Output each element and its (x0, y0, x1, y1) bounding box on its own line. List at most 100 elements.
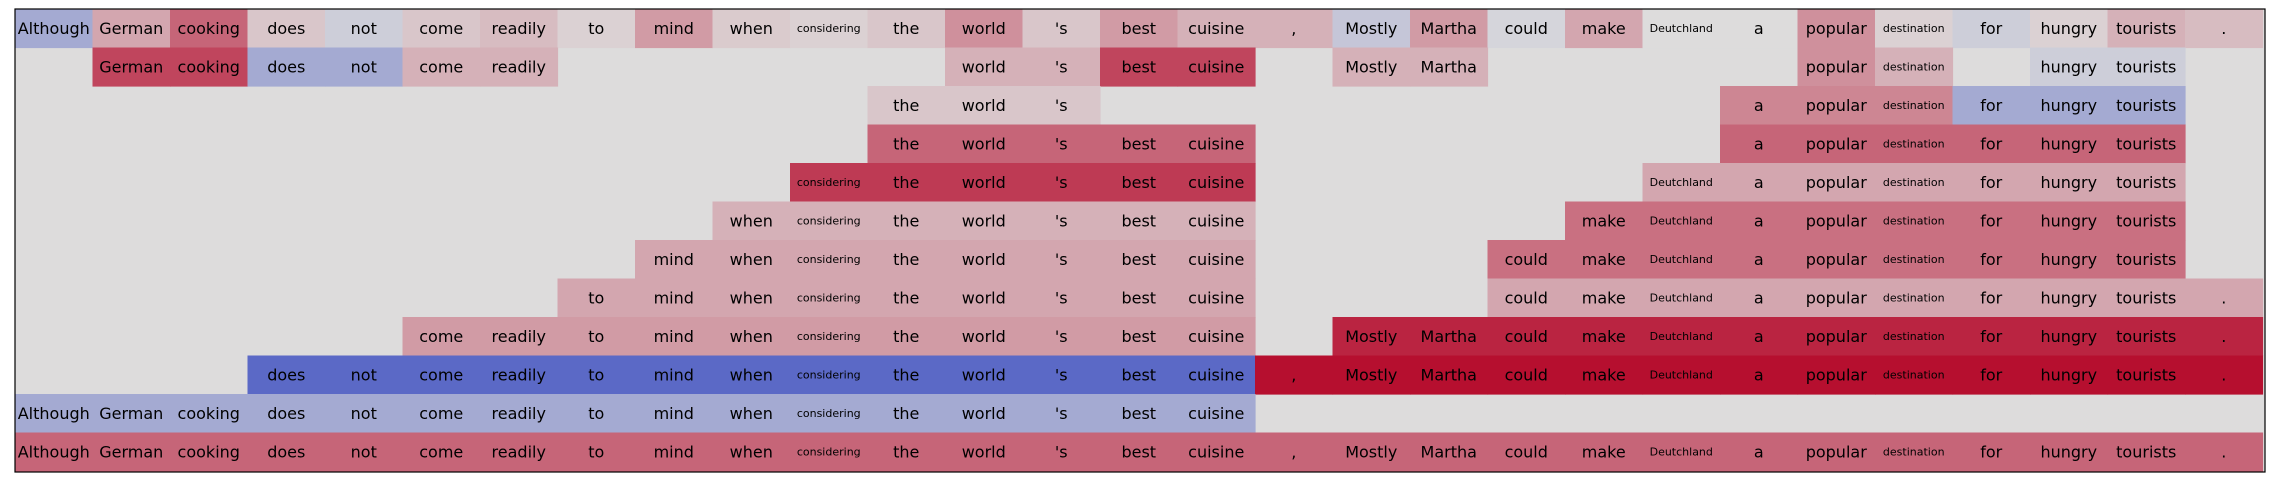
heatmap-cell (247, 9, 326, 49)
cell-label: when (730, 250, 773, 269)
heatmap-cell (557, 317, 636, 357)
cell-label: world (962, 173, 1006, 192)
heatmap-cell (867, 163, 946, 203)
heatmap-cell (1022, 394, 1101, 434)
cell-label: not (351, 404, 377, 423)
cell-label: a (1754, 173, 1764, 192)
cell-label: for (1980, 96, 2002, 115)
cell-label: destination (1883, 368, 1945, 381)
heatmap-cell (1797, 124, 1876, 164)
heatmap-cell (2107, 9, 2186, 49)
cell-label: cuisine (1188, 442, 1244, 461)
heatmap-cell (170, 9, 249, 49)
cell-label: mind (654, 250, 694, 269)
heatmap-cell (1177, 124, 1256, 164)
cell-label: tourists (2116, 442, 2176, 461)
cell-label: could (1505, 442, 1548, 461)
cell-label: destination (1883, 176, 1945, 189)
heatmap-cell (1952, 432, 2031, 472)
cell-label: a (1754, 19, 1764, 38)
heatmap-cell (945, 317, 1024, 357)
heatmap-cell (1487, 355, 1566, 395)
heatmap-cell (945, 9, 1024, 49)
cell-label: 's (1055, 57, 1068, 76)
heatmap-cell (1642, 163, 1721, 203)
heatmap-cell (790, 317, 869, 357)
heatmap-cell (1487, 9, 1566, 49)
cell-label: 's (1055, 173, 1068, 192)
cell-label: when (730, 404, 773, 423)
cell-label: does (267, 442, 305, 461)
cell-label: 's (1055, 96, 1068, 115)
heatmap-cell (1100, 432, 1179, 472)
cell-label: Mostly (1345, 19, 1397, 38)
heatmap-cell (1875, 317, 1954, 357)
heatmap-cell (1797, 278, 1876, 318)
heatmap-cell (1642, 201, 1721, 241)
heatmap-cell (1642, 432, 1721, 472)
heatmap-cell (1022, 163, 1101, 203)
cell-label: the (893, 365, 919, 384)
heatmap-cell (2107, 201, 2186, 241)
heatmap-cell (2107, 278, 2186, 318)
heatmap-cell (712, 432, 791, 472)
cell-label: a (1754, 288, 1764, 307)
heatmap-cell (1177, 394, 1256, 434)
heatmap-cell (945, 163, 1024, 203)
cell-label: not (351, 57, 377, 76)
cell-label: popular (1806, 365, 1867, 384)
cell-label: destination (1883, 291, 1945, 304)
heatmap-cell (2030, 278, 2109, 318)
heatmap-cell (1177, 317, 1256, 357)
heatmap-cell (712, 394, 791, 434)
cell-label: best (1121, 250, 1156, 269)
cell-label: world (962, 134, 1006, 153)
heatmap-cell (1875, 86, 1954, 126)
cell-label: hungry (2040, 442, 2097, 461)
heatmap-cell (867, 124, 946, 164)
cell-label: Although (18, 19, 90, 38)
heatmap-cell (712, 317, 791, 357)
heatmap-cell (1720, 163, 1799, 203)
heatmap-cell (557, 9, 636, 49)
cell-label: popular (1806, 211, 1867, 230)
cell-label: best (1121, 134, 1156, 153)
cell-label: tourists (2116, 365, 2176, 384)
heatmap-cell (247, 47, 326, 87)
cell-label: destination (1883, 99, 1945, 112)
heatmap-cell (1875, 432, 1954, 472)
cell-label: Deutchland (1650, 291, 1713, 304)
cell-label: for (1980, 442, 2002, 461)
heatmap-cell (1952, 163, 2031, 203)
heatmap-cell (2107, 432, 2186, 472)
cell-label: cuisine (1188, 19, 1244, 38)
cell-label: considering (797, 330, 861, 343)
cell-label: mind (654, 327, 694, 346)
cell-label: for (1980, 365, 2002, 384)
cell-label: popular (1806, 134, 1867, 153)
heatmap-cells (15, 9, 2264, 472)
heatmap-cell (1022, 240, 1101, 280)
cell-label: world (962, 327, 1006, 346)
cell-label: Although (18, 442, 90, 461)
heatmap-cell (1797, 9, 1876, 49)
cell-label: German (99, 404, 163, 423)
cell-label: Martha (1421, 365, 1477, 384)
cell-label: destination (1883, 253, 1945, 266)
heatmap-cell (2030, 124, 2109, 164)
heatmap-cell (480, 9, 559, 49)
heatmap-cell (2185, 9, 2264, 49)
heatmap-cell (1875, 240, 1954, 280)
cell-label: 's (1055, 288, 1068, 307)
heatmap-cell (1332, 47, 1411, 87)
cell-label: make (1582, 19, 1626, 38)
heatmap-cell (945, 124, 1024, 164)
cell-label: the (893, 327, 919, 346)
cell-label: world (962, 404, 1006, 423)
heatmap-cell (247, 355, 326, 395)
cell-label: Deutchland (1650, 368, 1713, 381)
cell-label: make (1582, 250, 1626, 269)
cell-label: tourists (2116, 134, 2176, 153)
cell-label: hungry (2040, 57, 2097, 76)
cell-label: hungry (2040, 327, 2097, 346)
